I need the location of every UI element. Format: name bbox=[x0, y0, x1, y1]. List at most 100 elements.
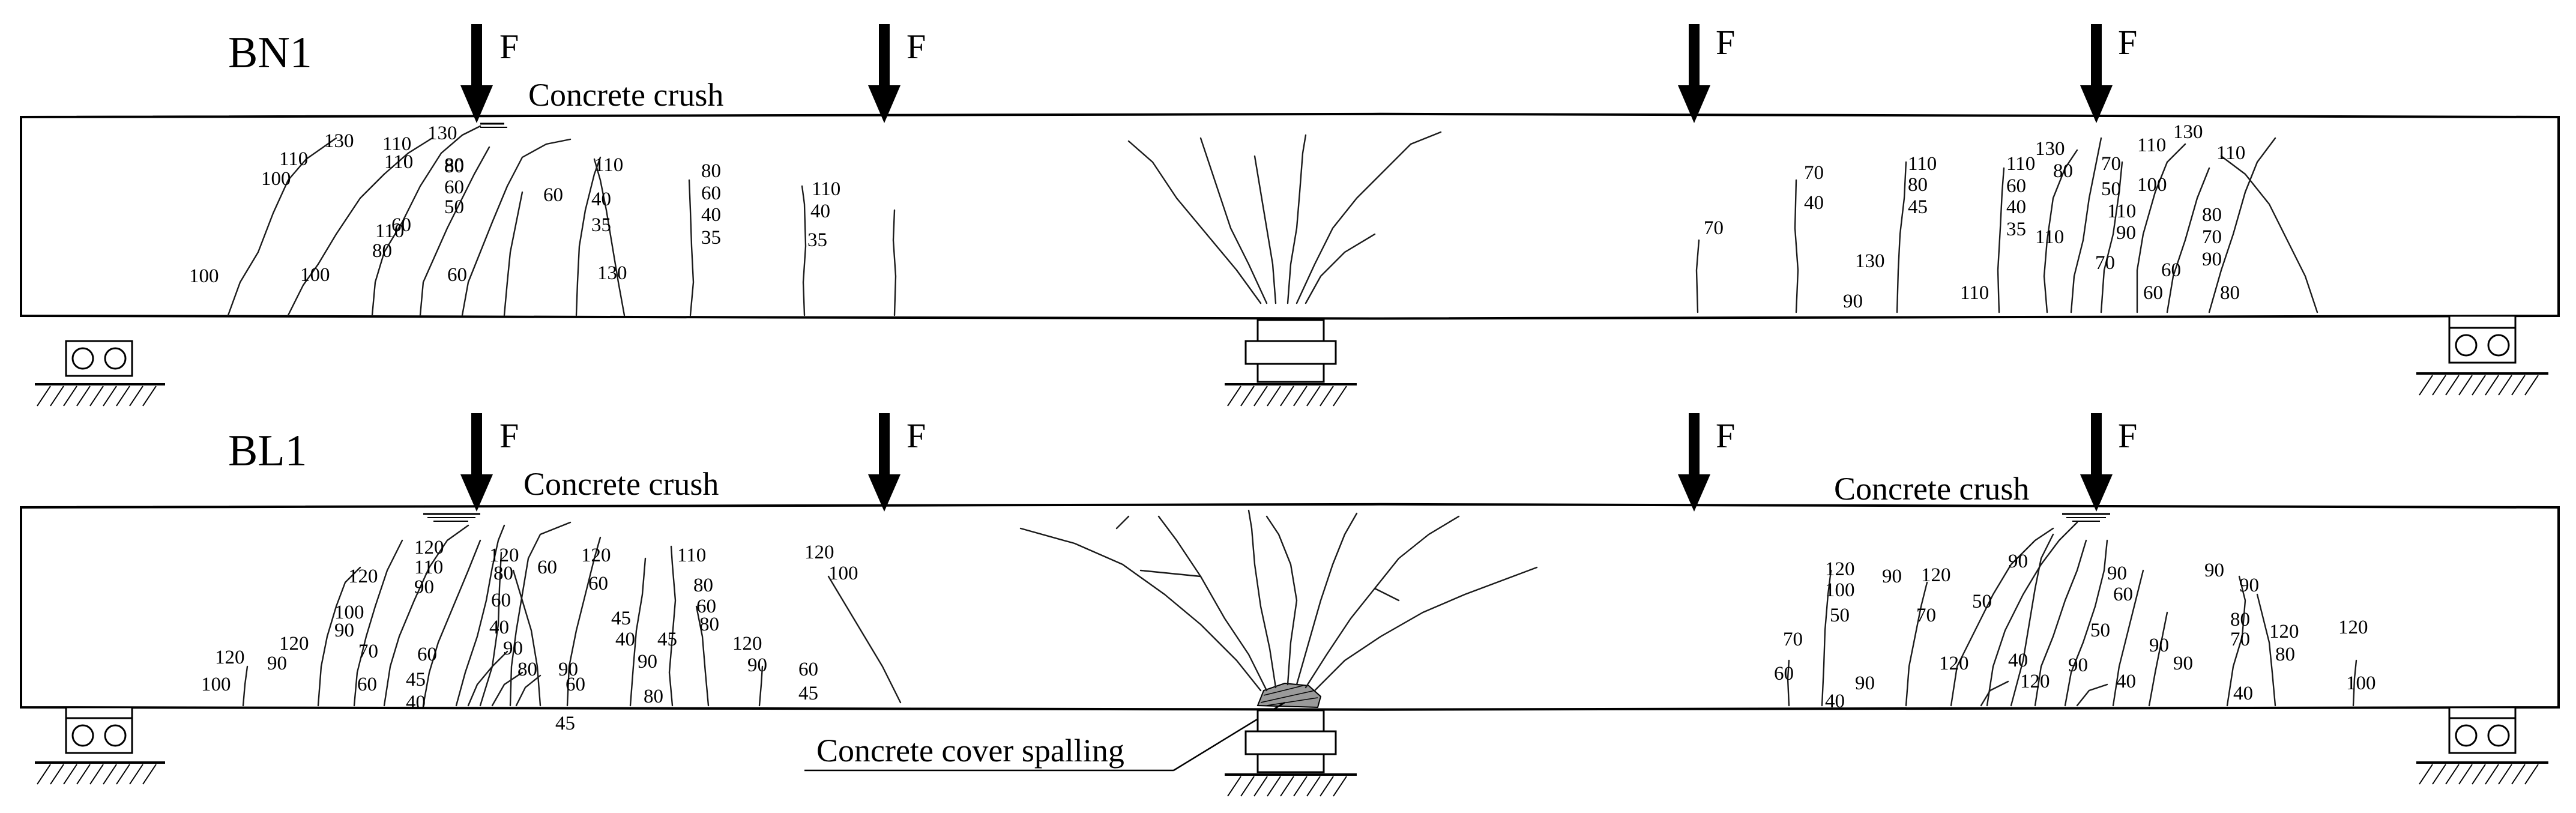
crack-label: 45 bbox=[798, 683, 818, 704]
crack-label: 110 bbox=[594, 154, 623, 176]
crack-label: 80 bbox=[493, 563, 513, 584]
crack-label: 70 bbox=[2230, 629, 2250, 650]
crack-label: 110 bbox=[414, 557, 443, 578]
crack-label: 40 bbox=[406, 692, 426, 713]
crack-label: 45 bbox=[611, 608, 631, 629]
crack-label: 90 bbox=[414, 576, 434, 598]
crack-label: 120 bbox=[414, 537, 444, 558]
beam-title: BN1 bbox=[228, 28, 312, 77]
crack-label: 50 bbox=[2090, 620, 2110, 641]
crack-label: 100 bbox=[201, 674, 231, 695]
load-arrow: F bbox=[2080, 23, 2137, 123]
crack-label: 70 bbox=[1783, 629, 1803, 650]
load-arrow: F bbox=[2080, 413, 2137, 512]
crack-label: 35 bbox=[2006, 219, 2026, 240]
crush-mark bbox=[423, 513, 480, 522]
load-label: F bbox=[2118, 416, 2137, 455]
crack-labels: 130 110 100 110 130 110 80 80 60 50 60 6… bbox=[189, 122, 840, 287]
roller-support bbox=[2416, 315, 2548, 396]
crack-label: 110 bbox=[2035, 226, 2064, 248]
crack-label: 100 bbox=[828, 563, 858, 584]
crack-label: 40 bbox=[2233, 683, 2253, 704]
crack-label: 100 bbox=[189, 265, 219, 287]
crack-label: 120 bbox=[489, 545, 519, 566]
crack-label: 40 bbox=[810, 201, 830, 222]
crack-label: 110 bbox=[812, 178, 840, 200]
annotation-concrete-cover-spalling: Concrete cover spalling bbox=[816, 733, 1124, 769]
roller-support bbox=[35, 706, 165, 785]
crush-mark bbox=[480, 122, 507, 128]
crack-label: 60 bbox=[447, 264, 467, 286]
crack-label: 90 bbox=[2116, 222, 2136, 244]
crack-label: 35 bbox=[701, 227, 721, 249]
crack-label: 90 bbox=[267, 653, 287, 674]
crack-label: 40 bbox=[591, 189, 611, 210]
crack-label: 60 bbox=[798, 659, 818, 680]
pin-support bbox=[1225, 709, 1357, 797]
crack-label: 80 bbox=[644, 686, 663, 707]
crack-label: 100 bbox=[334, 602, 364, 623]
crack-label: 120 bbox=[2020, 671, 2050, 692]
crack-label: 50 bbox=[2101, 178, 2121, 200]
crack-label: 80 bbox=[2275, 644, 2295, 665]
crack-label: 80 bbox=[444, 156, 464, 177]
crack-label: 110 bbox=[2137, 134, 2166, 156]
load-label: F bbox=[499, 416, 519, 455]
crack-label: 80 bbox=[2230, 609, 2250, 630]
crack-label: 60 bbox=[2113, 584, 2133, 605]
crack-label: 100 bbox=[261, 168, 291, 190]
crack-label: 120 bbox=[348, 566, 378, 587]
load-label: F bbox=[2118, 23, 2137, 62]
crack-label: 70 bbox=[358, 641, 378, 662]
crack-label: 130 bbox=[2035, 138, 2065, 160]
load-label: F bbox=[1716, 416, 1735, 455]
roller-support bbox=[35, 340, 165, 406]
beam-bl1: BL1 F F F bbox=[20, 413, 2560, 797]
crack-label: 100 bbox=[1825, 579, 1855, 601]
crack-label: 80 bbox=[701, 160, 721, 182]
crack-label: 110 bbox=[1960, 282, 1989, 304]
crack-label: 80 bbox=[2202, 204, 2222, 226]
crack-label: 90 bbox=[2202, 249, 2222, 270]
annotation-concrete-crush: Concrete crush bbox=[1834, 471, 2029, 507]
crack-label: 130 bbox=[427, 122, 457, 144]
crack-label: 120 bbox=[581, 545, 611, 566]
crack-label: 130 bbox=[597, 262, 627, 284]
crack-label: 90 bbox=[747, 654, 767, 676]
crack-label: 45 bbox=[406, 669, 426, 691]
crack-label: 90 bbox=[2008, 551, 2028, 572]
crack-label: 130 bbox=[2173, 121, 2203, 143]
crack-label: 60 bbox=[588, 573, 608, 594]
crack-label: 120 bbox=[1939, 653, 1969, 674]
crack-label: 90 bbox=[2107, 563, 2127, 584]
beam-body bbox=[20, 112, 2560, 320]
load-label: F bbox=[1716, 23, 1735, 62]
crack-label: 40 bbox=[2008, 650, 2028, 671]
crack-label: 110 bbox=[382, 133, 411, 155]
crack-label: 100 bbox=[2346, 672, 2376, 694]
crack-label: 60 bbox=[701, 183, 721, 204]
crack-label: 40 bbox=[701, 204, 721, 226]
crack-label: 50 bbox=[1830, 605, 1850, 626]
crack-label: 35 bbox=[807, 229, 827, 251]
crack-label: 90 bbox=[1855, 672, 1875, 694]
crack-label: 60 bbox=[491, 590, 511, 611]
crack-label: 120 bbox=[804, 542, 834, 563]
crack-label: 110 bbox=[279, 148, 308, 170]
crack-label: 130 bbox=[1855, 250, 1885, 272]
crack-label: 70 bbox=[1704, 217, 1724, 239]
crack-label: 70 bbox=[2095, 252, 2115, 274]
crack-label: 45 bbox=[1908, 196, 1928, 218]
crack-labels: 120 100 50 70 60 40 90 90 120 70 50 120 … bbox=[1774, 551, 2376, 712]
crack-label: 60 bbox=[444, 177, 464, 198]
load-arrow: F bbox=[460, 24, 519, 123]
crack-label: 110 bbox=[375, 220, 404, 242]
crack-labels: 70 70 40 110 80 45 130 90 110 110 60 40 … bbox=[1704, 121, 2245, 312]
annotation-concrete-crush: Concrete crush bbox=[523, 466, 719, 502]
beam-bn1: BN1 F F F F Concrete crush bbox=[20, 23, 2560, 406]
roller-support bbox=[2416, 706, 2548, 785]
crack-label: 110 bbox=[2107, 201, 2136, 222]
crack-label: 60 bbox=[2006, 175, 2026, 197]
crack-label: 90 bbox=[334, 620, 354, 641]
crack-label: 120 bbox=[2338, 617, 2368, 638]
